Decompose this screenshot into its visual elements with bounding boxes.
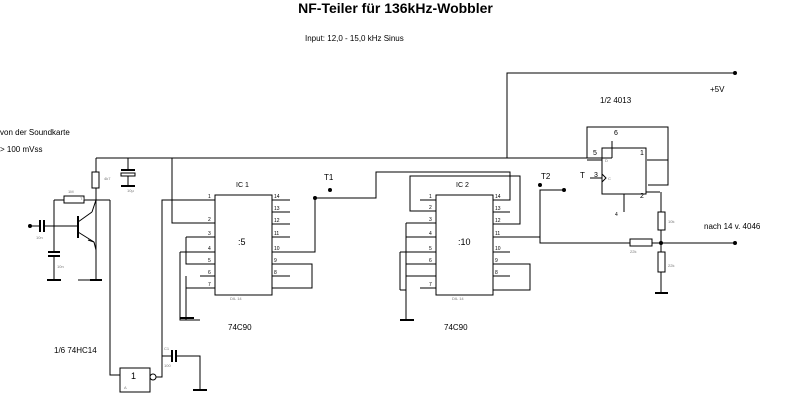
ic2-pin: 10 [495, 246, 501, 252]
ic2-pin: 2 [429, 205, 432, 211]
r-top-value: 10k [668, 219, 675, 224]
ic2-pin: 13 [495, 206, 501, 212]
r-series-value: 22k [630, 249, 637, 254]
ic2-package: DIL 14 [452, 296, 464, 301]
ic2-pin: 8 [495, 270, 498, 276]
c-supply-value: 10µ [127, 188, 134, 193]
ic2-pin: 9 [495, 258, 498, 264]
supply-wire [506, 72, 735, 158]
inverter-symbol: 1 [131, 371, 137, 381]
ic1-pin: 14 [274, 194, 280, 200]
ic3-pin: 4 [615, 212, 618, 218]
ic2-pin: 4 [429, 231, 432, 237]
c-bias-value: 10n [57, 264, 64, 269]
ic3-pin: 2 [640, 193, 644, 200]
inverter-gate [119, 367, 151, 393]
source-label: von der Soundkarte [0, 128, 70, 137]
ic1-body [214, 194, 273, 296]
ic2-pin: 5 [429, 246, 432, 252]
ic3-label: 1/2 4013 [600, 96, 632, 105]
input-spec: Input: 12,0 - 15,0 kHz Sinus [305, 34, 404, 43]
diagram-title: NF-Teiler für 136kHz-Wobbler [298, 0, 493, 16]
r-feedback-value: 1M [68, 189, 74, 194]
c-bottom-value: 100 [164, 363, 171, 368]
ic2-pin: 11 [495, 231, 501, 237]
ic3-d: D [605, 158, 608, 163]
ic1-pin: 11 [274, 231, 280, 237]
ic1-pin: 6 [208, 270, 211, 276]
ic1-pin: 8 [274, 270, 277, 276]
ic2-name: IC 2 [456, 182, 469, 189]
ic1-package: DIL 14 [230, 296, 242, 301]
level-label: > 100 mVss [0, 145, 43, 154]
ic1-pin: 12 [274, 218, 280, 224]
ic2-divider: :10 [458, 237, 471, 247]
ic1-pin: 3 [208, 231, 211, 237]
ic2-pin: 1 [429, 194, 432, 200]
ic1-pin: 2 [208, 217, 211, 223]
t-label: T [580, 171, 585, 180]
ic1-pin: 9 [274, 258, 277, 264]
supply-label: +5V [710, 85, 725, 94]
ic2-type-label: 74C90 [444, 323, 468, 332]
ic3-c: C [608, 176, 611, 181]
r-collector-value: 4k7 [104, 176, 111, 181]
ic1-pin: 10 [274, 246, 280, 252]
transistor-name: T1 [80, 196, 85, 201]
resistor-series [629, 238, 653, 247]
ic1-name: IC 1 [236, 182, 249, 189]
r-bottom-value: 22k [668, 263, 675, 268]
ic2-pin: 6 [429, 258, 432, 264]
ic1-pin: 1 [208, 194, 211, 200]
ic3-pin: 6 [614, 130, 618, 137]
resistor-collector [91, 171, 100, 189]
ic2-pin: 3 [429, 217, 432, 223]
ic1-pin: 5 [208, 258, 211, 264]
ic2-pin: 7 [429, 282, 432, 288]
ic2-pin: 14 [495, 194, 501, 200]
ic1-divider: :5 [238, 237, 246, 247]
ic2-body [435, 194, 494, 296]
resistor-bottom [657, 251, 666, 273]
ic3-pin: 5 [593, 150, 597, 157]
resistor-top [657, 211, 666, 231]
ic2-pin: 12 [495, 218, 501, 224]
ic1-pin: 4 [208, 246, 211, 252]
c-input-value: 10n [36, 235, 43, 240]
ic3-pin: 1 [640, 150, 644, 157]
inverter-sub: A [124, 385, 127, 390]
t1-label: T1 [324, 173, 334, 182]
ic1-pin: 13 [274, 206, 280, 212]
output-label: nach 14 v. 4046 [704, 222, 761, 231]
ic1-pin: 7 [208, 282, 211, 288]
inverter-chip-label: 1/6 74HC14 [54, 346, 97, 355]
c-bottom-name: C1 [164, 346, 170, 351]
ic3-pin: 3 [594, 172, 598, 179]
ic1-type-label: 74C90 [228, 323, 252, 332]
t2-label: T2 [541, 172, 551, 181]
